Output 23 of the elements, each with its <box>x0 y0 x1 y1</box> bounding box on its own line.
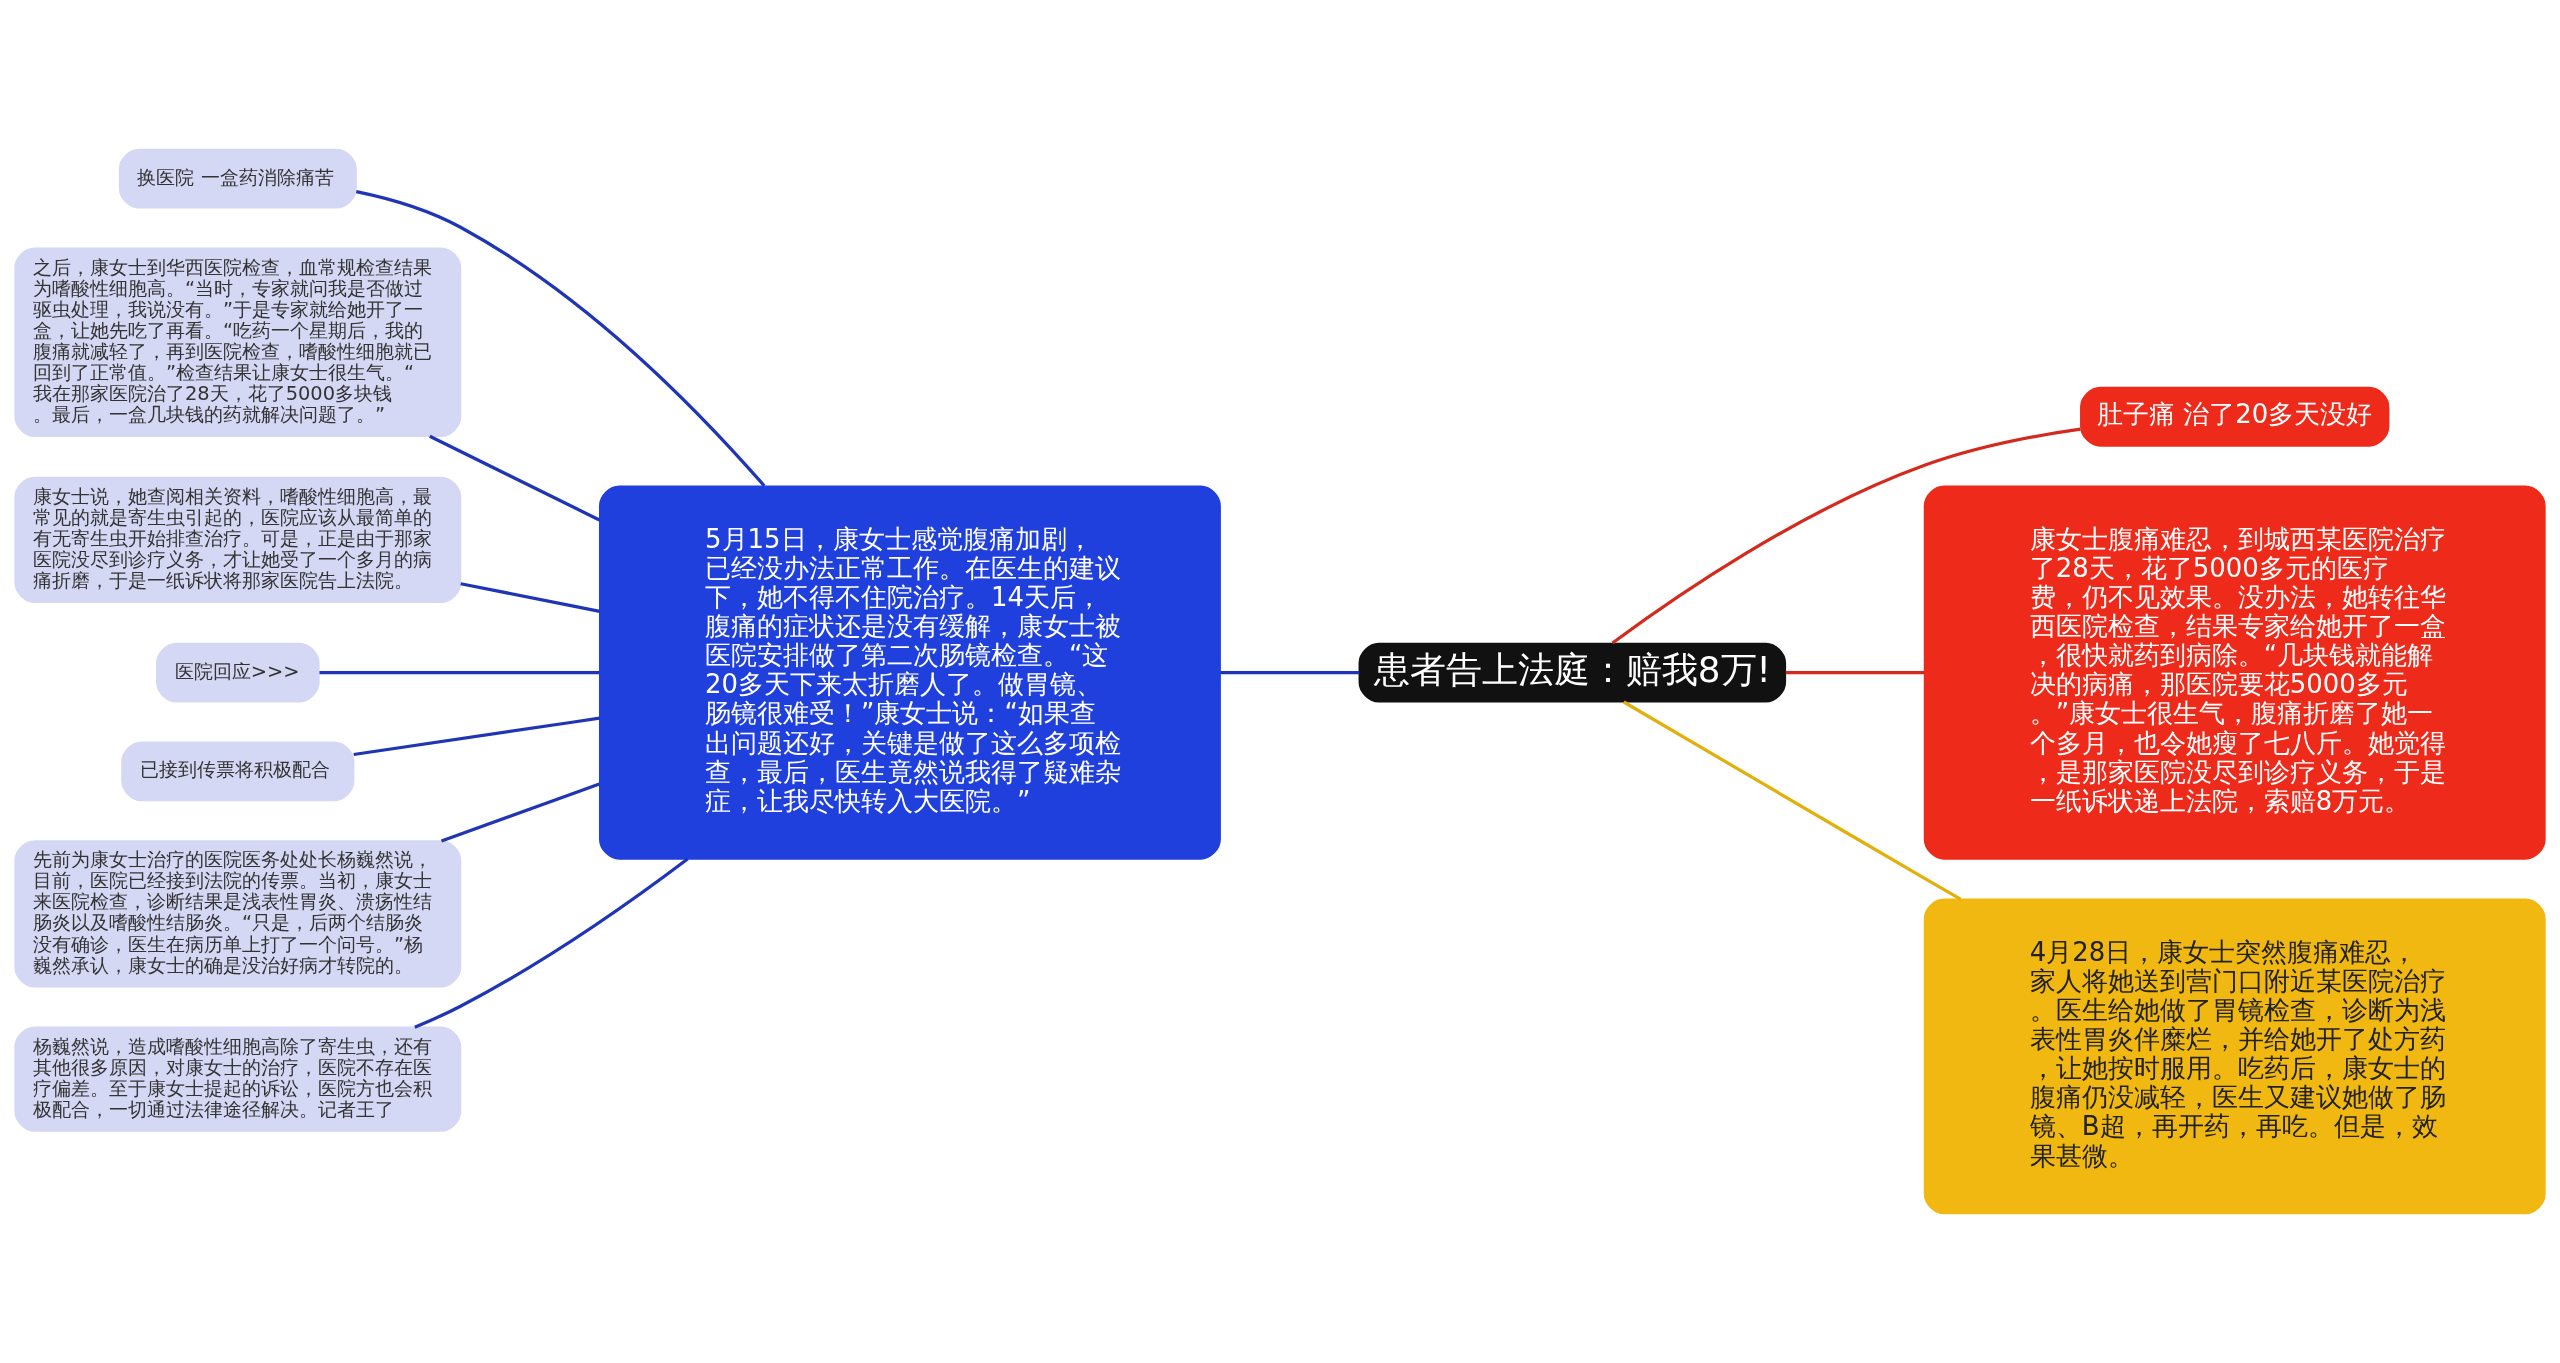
node-box: 5月15日，康女士感觉腹痛加剧，已经没办法正常工作。在医生的建议下，她不得不住院治疗。14天后，腹痛的症状还是没有缓解，康女士被医院安排做了第二次肠镜检查。“这20多天下来太折磨人了。做胃镜、肠镜很难受！”康女士说：“如果查出问题还好，关键是做了这么多项检查，最后，医生竟然说我得了疑难杂症，让我尽快转入大医院。” <box>599 485 1221 860</box>
node-box: 先前为康女士治疗的医院医务处处长杨巍然说，目前，医院已经接到法院的传票。当初，康女士来医院检查，诊断结果是浅表性胃炎、溃疡性结肠炎以及嗜酸性结肠炎。“只是，后两个结肠炎没有确诊，医生在病历单上打了一个问号。”杨巍然承认，康女士的确是没治好病才转院的。 <box>14 840 462 988</box>
node-box: 已接到传票将积极配合 <box>121 741 355 802</box>
node-box: 患者告上法庭：赔我8万! <box>1358 642 1787 703</box>
node-box: 医院回应>>> <box>156 642 320 703</box>
connector <box>1623 700 1962 901</box>
node-box: 康女士说，她查阅相关资料，嗜酸性细胞高，最常见的就是寄生虫引起的，医院应该从最简单的有无寄生虫开始排查治疗。可是，正是由于那家医院没尽到诊疗义务，才让她受了一个多月的病痛折磨，于是一纸诉状将那家医院告上法院。 <box>14 476 462 603</box>
connector <box>1785 670 1925 675</box>
connector <box>414 857 689 1029</box>
node-box: 康女士腹痛难忍，到城西某医院治疗了28天，花了5000多元的医疗费，仍不见效果。没办法，她转往华西医院检查，结果专家给她开了一盒，很快就药到病除。“几块钱就能解决的病痛，那医院要花5000多元。”康女士很生气，腹痛折磨了她一个多月，也令她瘦了七八斤。她觉得，是那家医院没尽到诊疗义务，于是一纸诉状递上法院，索赔8万元。 <box>1923 485 2546 860</box>
node-box: 4月28日，康女士突然腹痛难忍，家人将她送到营门口附近某医院治疗。医生给她做了胃镜检查，诊断为浅表性胃炎伴糜烂，并给她开了处方药，让她按时服用。吃药后，康女士的腹痛仍没减轻，医生又建议她做了肠镜、B超，再开药，再吃。但是，效果甚微。 <box>1923 898 2546 1215</box>
node-box: 肚子痛 治了20多天没好 <box>2080 386 2390 447</box>
connector <box>353 716 600 757</box>
node-box: 杨巍然说，造成嗜酸性细胞高除了寄生虫，还有其他很多原因，对康女士的治疗，医院不存在医疗偏差。至于康女士提起的诉讼，医院方也会积极配合，一切通过法律途径解决。记者王了 <box>14 1026 462 1132</box>
connector <box>1611 427 2081 645</box>
node-box: 换医院 一盒药消除痛苦 <box>118 148 357 209</box>
connector <box>429 434 601 522</box>
connector <box>440 782 600 843</box>
connector <box>460 582 600 613</box>
connector <box>1220 670 1360 675</box>
connector <box>355 190 766 487</box>
connector <box>319 670 600 675</box>
node-box: 之后，康女士到华西医院检查，血常规检查结果为嗜酸性细胞高。“当时，专家就问我是否做过驱虫处理，我说没有。”于是专家就给她开了一盒，让她先吃了再看。“吃药一个星期后，我的腹痛就减轻了，再到医院检查，嗜酸性细胞就已回到了正常值。”检查结果让康女士很生气。“我在那家医院治了28天，花了5000多块钱。最后，一盒几块钱的药就解决问题了。” <box>14 247 462 437</box>
